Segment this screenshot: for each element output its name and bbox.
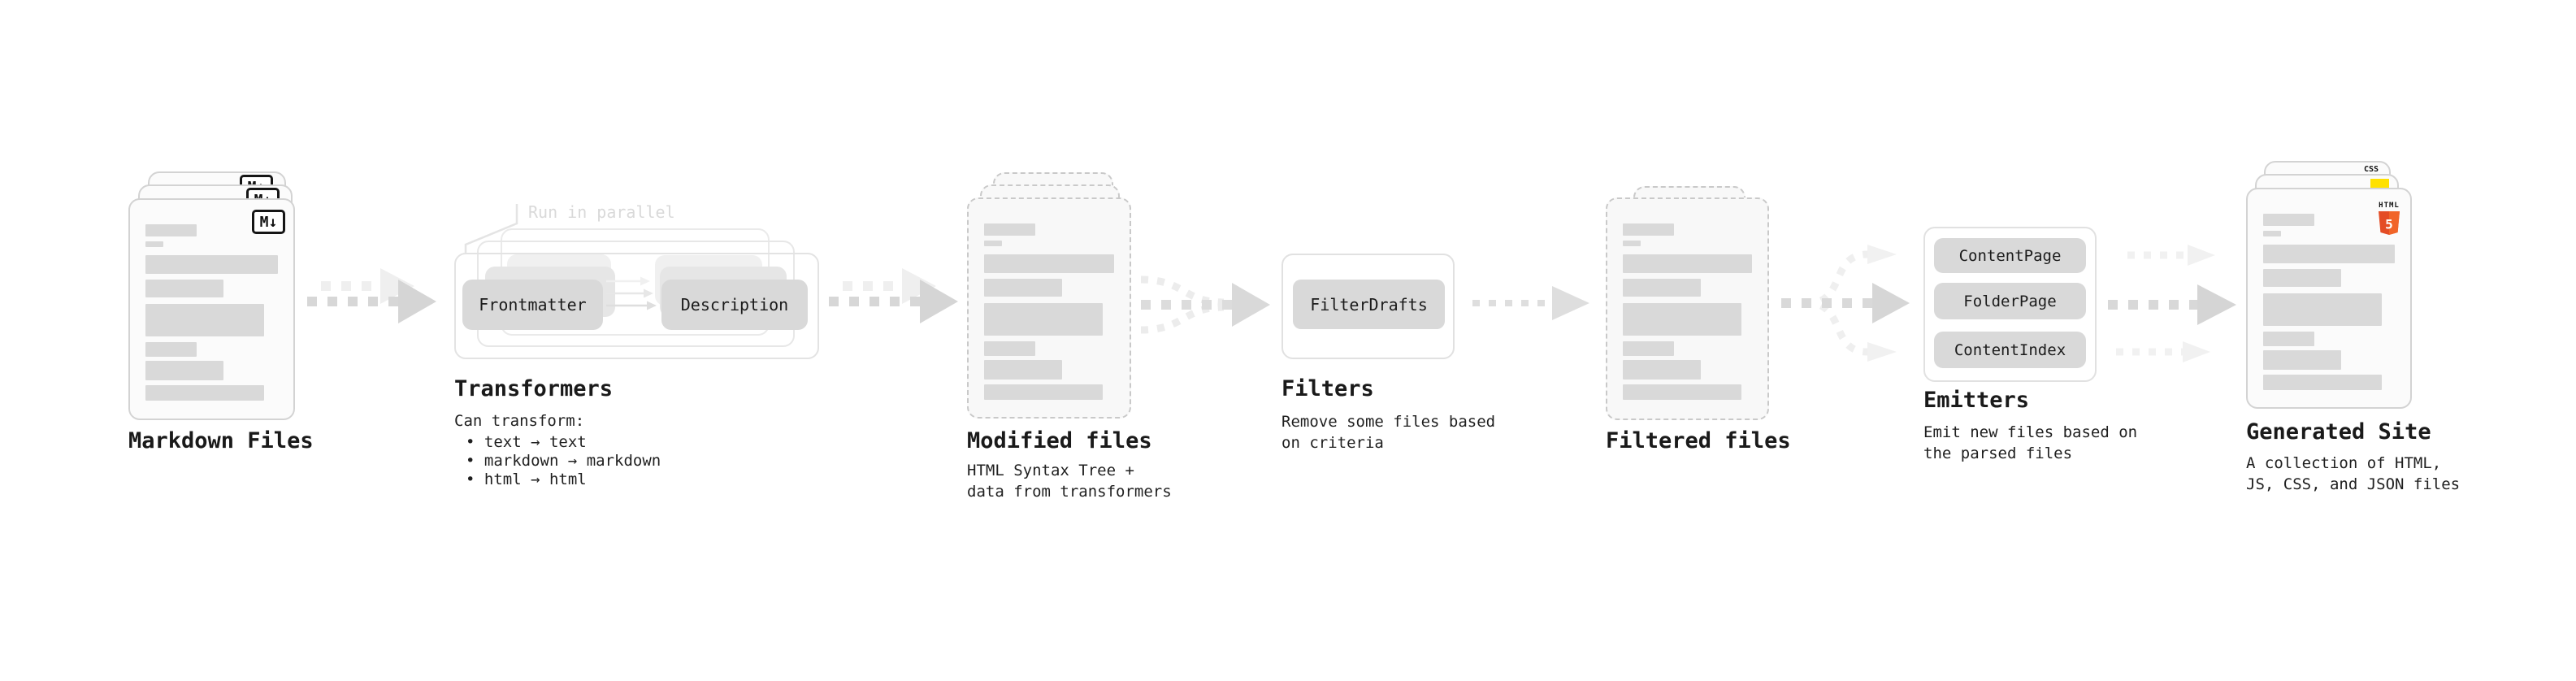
- html5-number: 5: [2385, 217, 2393, 232]
- description-line: JS, CSS, and JSON files: [2246, 475, 2461, 493]
- content-bar: [145, 241, 163, 247]
- content-bar: [2263, 214, 2314, 226]
- content-bar: [2263, 269, 2341, 287]
- content-bar: [984, 241, 1002, 246]
- flow-arrow-markdown-to-transformers: [307, 268, 436, 323]
- html5-wordmark: HTML: [2379, 202, 2400, 210]
- content-bar: [2263, 293, 2382, 326]
- modified-files-description: HTML Syntax Tree + data from transformer…: [967, 460, 1172, 502]
- html5-icon: HTML 5: [2377, 195, 2401, 235]
- content-bar: [145, 385, 264, 401]
- description-line: data from transformers: [967, 483, 1172, 501]
- run-in-parallel-annotation: Run in parallel: [528, 202, 675, 222]
- content-bar: [145, 342, 197, 357]
- folderpage-node: FolderPage: [1934, 283, 2086, 319]
- flow-arrow-transformers-to-modified: [829, 268, 958, 323]
- filtered-file-page-front: [1606, 197, 1769, 420]
- description-node: Description: [661, 280, 808, 330]
- flow-arrow-filtered-to-emitters: [1781, 245, 1910, 362]
- modified-file-page-front: [967, 197, 1131, 419]
- document-content-placeholder: [984, 223, 1114, 400]
- description-line: Emit new files based on: [1923, 423, 2138, 441]
- capabilities-heading: Can transform:: [454, 412, 585, 430]
- content-bar: [1623, 223, 1674, 236]
- content-bar: [2263, 332, 2314, 346]
- content-bar: [145, 304, 264, 336]
- filterdrafts-node: FilterDrafts: [1293, 280, 1445, 329]
- content-bar: [1623, 279, 1701, 297]
- document-content-placeholder: [2263, 214, 2395, 390]
- description-line: HTML Syntax Tree +: [967, 462, 1134, 479]
- flow-arrow-filters-to-filtered: [1472, 286, 1589, 320]
- modified-files-label: Modified files: [967, 428, 1152, 453]
- description-line: the parsed files: [1923, 445, 2073, 462]
- filters-label: Filters: [1281, 376, 1374, 401]
- emitters-label: Emitters: [1923, 388, 2030, 413]
- generated-site-label: Generated Site: [2246, 419, 2431, 445]
- content-bar: [145, 224, 197, 236]
- flow-arrow-emitters-to-generated: [2108, 245, 2236, 362]
- generated-site-description: A collection of HTML, JS, CSS, and JSON …: [2246, 453, 2460, 495]
- markdown-file-page-front: M↓: [128, 198, 295, 420]
- content-bar: [145, 361, 223, 380]
- description-line: on criteria: [1281, 434, 1384, 452]
- content-bar: [984, 254, 1114, 273]
- transformers-description: Can transform: text → text markdown → ma…: [454, 411, 661, 489]
- css-label: CSS: [2363, 165, 2379, 174]
- document-content-placeholder: [145, 224, 278, 401]
- document-content-placeholder: [1623, 223, 1752, 400]
- emitters-description: Emit new files based on the parsed files: [1923, 422, 2137, 464]
- markdown-icon: M↓: [252, 210, 285, 234]
- content-bar: [984, 360, 1062, 380]
- content-bar: [145, 280, 223, 297]
- filters-description: Remove some files based on criteria: [1281, 411, 1495, 453]
- content-bar: [1623, 360, 1701, 380]
- contentpage-node: ContentPage: [1934, 238, 2086, 273]
- capability-item: html → html: [454, 471, 661, 489]
- transformer-step-arrows: [606, 276, 657, 310]
- capability-item: text → text: [454, 433, 661, 452]
- content-bar: [1623, 303, 1741, 336]
- content-bar: [2263, 245, 2395, 263]
- content-bar: [984, 384, 1103, 400]
- content-bar: [984, 279, 1062, 297]
- frontmatter-node: Frontmatter: [462, 280, 603, 330]
- content-bar: [1623, 384, 1741, 400]
- content-bar: [2263, 350, 2341, 370]
- content-bar: [984, 223, 1035, 236]
- content-bar: [984, 341, 1035, 356]
- annotation-leader-line: [464, 204, 518, 254]
- parallel-lane-1: [454, 253, 819, 359]
- flow-arrow-modified-to-filters: [1140, 275, 1270, 334]
- markdown-files-label: Markdown Files: [128, 428, 314, 453]
- generated-file-page-html: HTML 5: [2246, 188, 2412, 409]
- filtered-files-label: Filtered files: [1606, 428, 1791, 453]
- transformers-label: Transformers: [454, 376, 614, 401]
- content-bar: [145, 255, 278, 274]
- description-line: Remove some files based: [1281, 413, 1496, 431]
- content-bar: [1623, 341, 1674, 356]
- js-icon: [2370, 179, 2389, 189]
- contentindex-node: ContentIndex: [1934, 332, 2086, 368]
- content-bar: [2263, 375, 2382, 390]
- content-bar: [2263, 231, 2281, 236]
- content-bar: [984, 303, 1103, 336]
- capability-item: markdown → markdown: [454, 452, 661, 471]
- description-line: A collection of HTML,: [2246, 454, 2442, 472]
- content-bar: [1623, 241, 1641, 246]
- content-bar: [1623, 254, 1752, 273]
